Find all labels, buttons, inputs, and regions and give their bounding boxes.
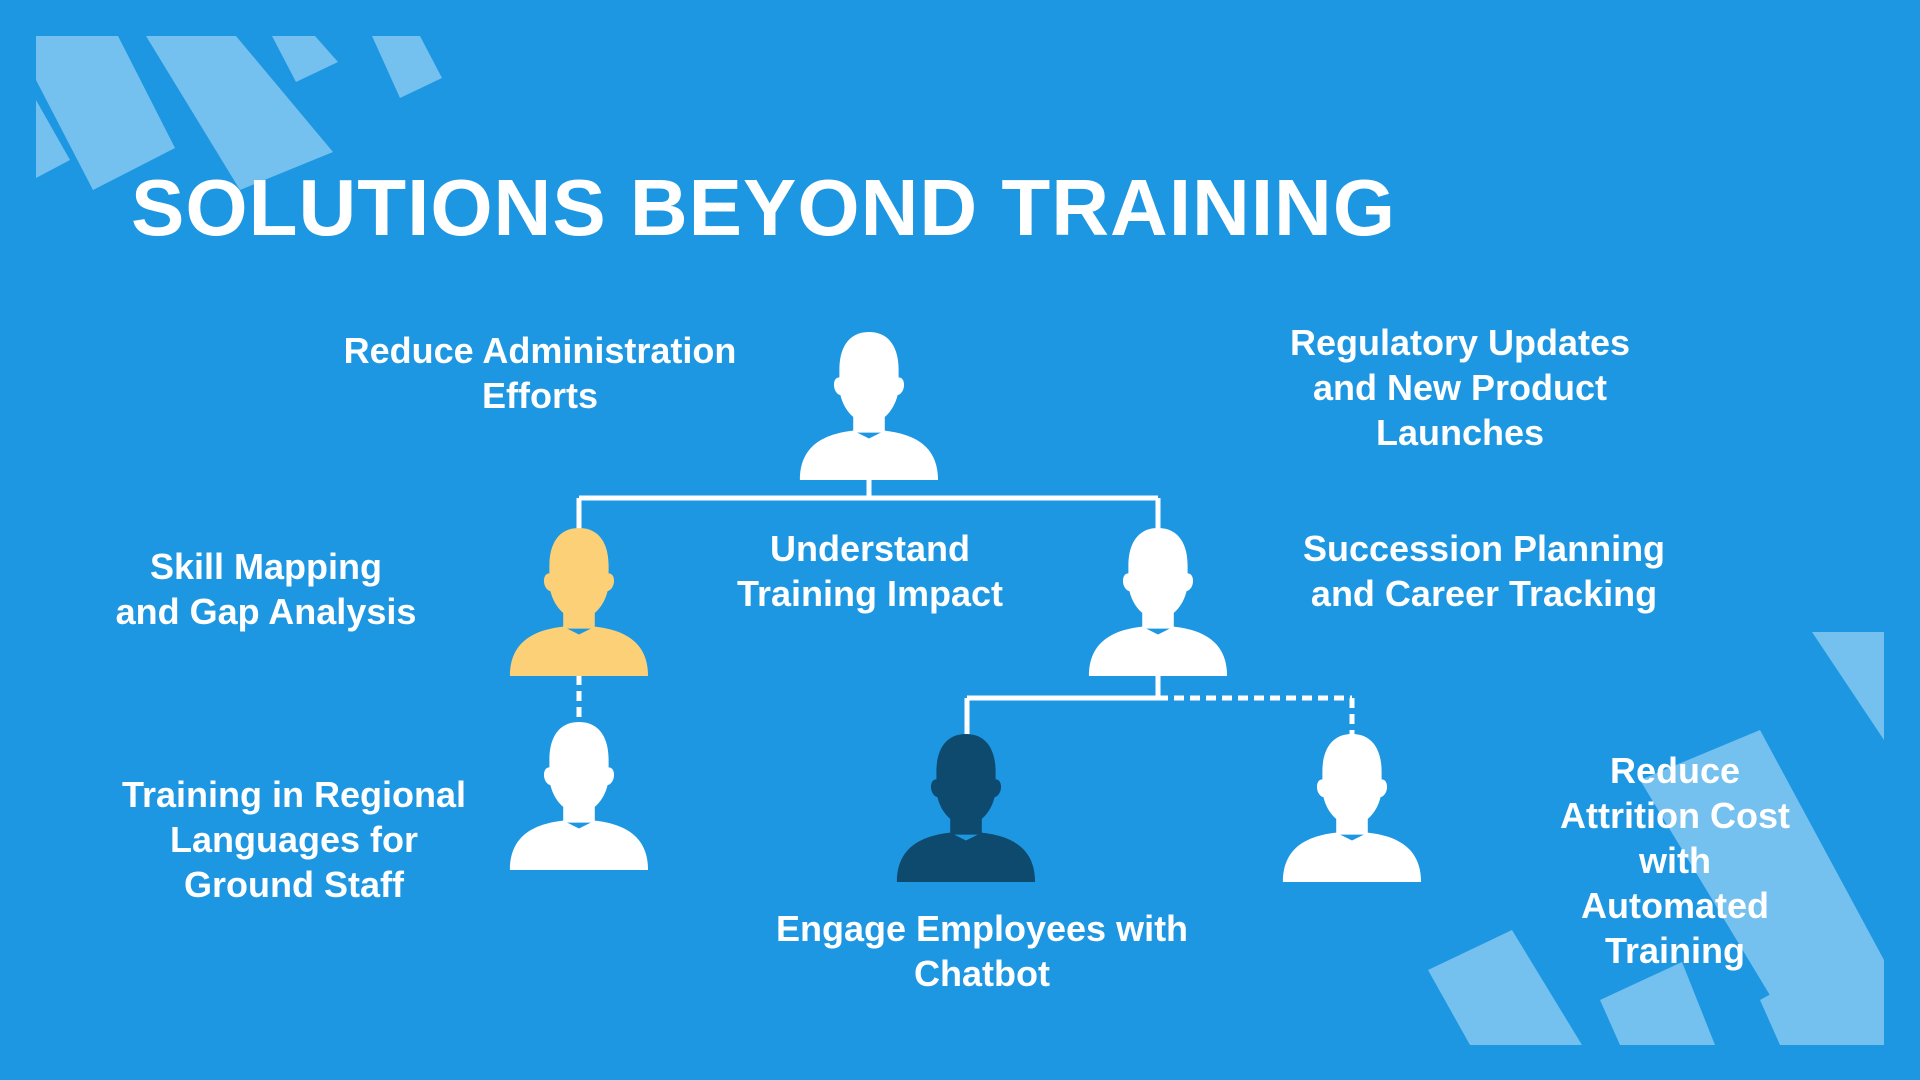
person-icon [1282,734,1422,882]
person-icon [509,528,649,676]
connectors [576,480,1355,735]
page-title: SOLUTIONS BEYOND TRAINING [131,163,1397,252]
label-regulatory-updates: Regulatory Updates and New Product Launc… [1289,322,1631,453]
person-bottom-middle [896,734,1036,882]
person-icon [799,332,939,480]
label-skill-mapping: Skill Mapping and Gap Analysis [115,546,417,632]
person-icon [1088,528,1228,676]
person-icon [509,722,649,870]
person-right [1088,528,1228,676]
person-bottom-right [1282,734,1422,882]
label-reduce-admin: Reduce Administration Efforts [343,330,737,416]
person-root [799,332,939,480]
person-left [509,528,649,676]
label-engage-chatbot: Engage Employees with Chatbot [775,908,1189,994]
decor-bottom-right [1428,632,1884,1045]
person-bottom-left [509,722,649,870]
label-training-impact: Understand Training Impact [736,528,1004,614]
label-reduce-attrition: Reduce Attrition Cost with Automated Tra… [1560,750,1790,971]
decor-top-left [36,36,442,190]
label-regional-languages: Training in Regional Languages for Groun… [121,774,467,905]
person-icon [896,734,1036,882]
label-succession-planning: Succession Planning and Career Tracking [1302,528,1666,614]
